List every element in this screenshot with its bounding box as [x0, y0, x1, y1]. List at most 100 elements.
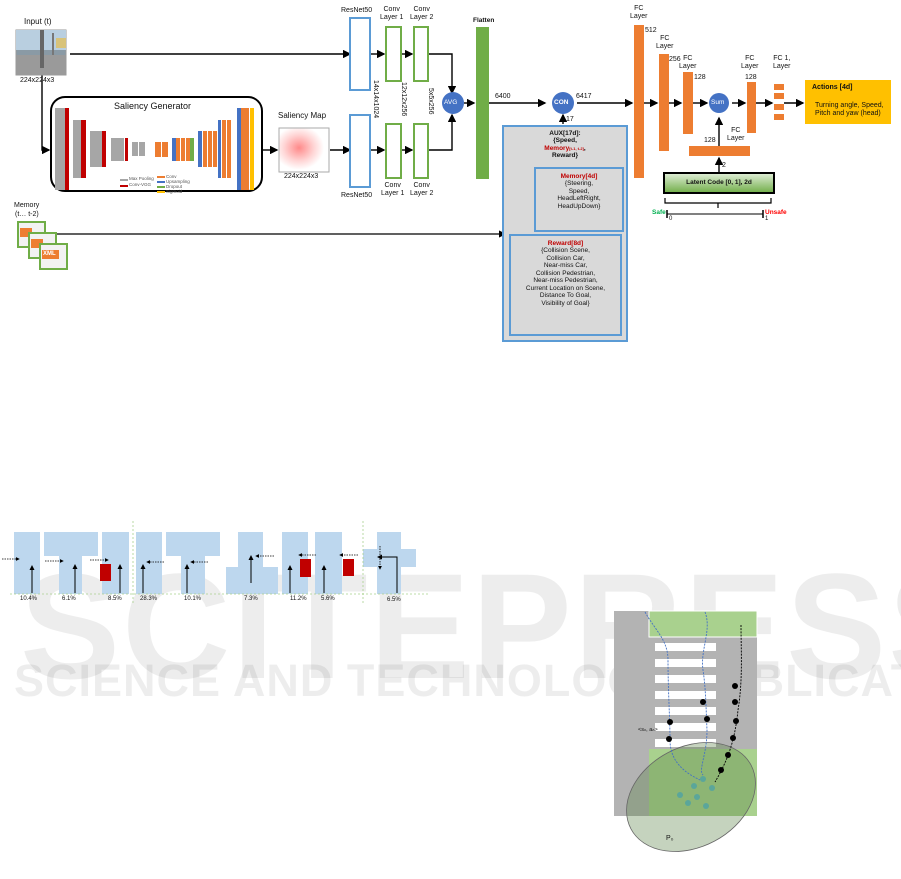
- conv2-top-block: [413, 26, 429, 82]
- legend-conv: Conv: [166, 174, 177, 179]
- sidewalk-bottom: [649, 749, 757, 816]
- flatten-label: Flatten: [473, 17, 495, 24]
- state-points: [666, 683, 739, 773]
- state-action-label: <sₙ, aₙ>: [638, 727, 658, 733]
- trajectory-2: [701, 611, 708, 776]
- actions-title: Actions [4d]: [812, 84, 853, 91]
- aux-title: AUX[17d]: {Speed, Memory[t-1, t-2], Rewa…: [544, 130, 586, 160]
- road-shape-2: [44, 532, 98, 594]
- aux-memory-subscript: [t-1, t-2]: [569, 145, 584, 151]
- distribution-label: P₀: [666, 835, 674, 842]
- fc3-units: 128: [694, 74, 706, 81]
- scenario-pct-8: 5.6%: [321, 596, 335, 602]
- reward-box-text: Reward[8d] {Collision Scene, Collision C…: [525, 240, 606, 307]
- sum-node: [709, 93, 729, 113]
- saliency-decoder-layers: [155, 108, 254, 190]
- saliency-map-label: Saliency Map: [278, 111, 327, 120]
- reward-box: [509, 234, 622, 336]
- xml-file-icons: [17, 221, 68, 270]
- trajectory-1: [644, 611, 701, 781]
- memory-label: Memory: [14, 202, 40, 209]
- trajectory-3: [714, 624, 742, 783]
- sum-label: Sum: [711, 99, 725, 106]
- legend-sigmoid: Sigmoid: [166, 189, 183, 194]
- zebra-stripes: [655, 643, 716, 747]
- scale-unsafe: Unsafe: [765, 209, 787, 216]
- latent-code-box: [663, 172, 775, 194]
- legend-conv-vgg: Conv-VGG: [129, 182, 152, 187]
- memory-box: [534, 167, 624, 232]
- road-shape-1: [14, 532, 40, 594]
- fc2-units: 256: [669, 56, 681, 63]
- fc1-units: 512: [645, 27, 657, 34]
- scenario-pct-9: 6.5%: [387, 597, 401, 603]
- xml-icon-label: XML: [43, 251, 56, 257]
- resnet-bottom-block: [349, 114, 371, 188]
- fc-layer-128a: [683, 72, 693, 134]
- obstacle-8: [343, 559, 354, 576]
- saliency-map-dims: 224x224x3: [284, 173, 319, 180]
- aux-dim: 17: [566, 116, 574, 123]
- memory-sublabel: (t… t-2): [15, 211, 39, 218]
- flatten-dim: 6400: [495, 93, 511, 100]
- fc5-label: FC 1,Layer: [773, 55, 791, 71]
- fc-output-units: [774, 84, 784, 120]
- sidewalk-top: [648, 610, 758, 638]
- latent-dim: 2: [722, 162, 726, 169]
- dim-label-conv1: 12x12x256: [400, 82, 407, 117]
- input-image: [15, 29, 67, 76]
- scenario-pct-7: 11.2%: [290, 596, 307, 602]
- obstacle-7: [300, 559, 311, 577]
- actions-box: [805, 80, 891, 124]
- actions-desc: Turning angle, Speed,Pitch and yaw (head…: [815, 102, 884, 118]
- scenario-pct-6: 7.3%: [244, 596, 258, 602]
- saliency-legend-swatches: [120, 176, 165, 193]
- con-label: CON: [554, 99, 569, 106]
- obstacle-3: [100, 564, 111, 581]
- scale-safe: Safe: [652, 209, 666, 216]
- fc-layer-128b: [747, 82, 756, 133]
- aux-memory-text: Memory: [544, 144, 570, 152]
- road-shape-6: [226, 532, 278, 594]
- dim-label-conv2: 5x5x256: [427, 88, 434, 115]
- input-dims: 224x224x3: [20, 77, 55, 84]
- scenario-pct-2: 6.1%: [62, 596, 76, 602]
- resnet-top-label: ResNet50: [341, 7, 373, 14]
- saliency-encoder-layers: [55, 108, 145, 190]
- avg-node: [442, 92, 464, 114]
- saliency-generator-title: Saliency Generator: [114, 101, 192, 111]
- fc-latent-layer: [689, 146, 750, 156]
- fc4-units: 128: [745, 74, 757, 81]
- avg-label: AVG: [444, 99, 458, 106]
- scenario-pct-1: 10.4%: [20, 596, 38, 602]
- memory-box-text: Memory[4d] {Steering, Speed, HeadLeftRig…: [557, 173, 601, 210]
- con-dim: 6417: [576, 93, 592, 100]
- conv1-top-block: [385, 26, 402, 82]
- saliency-map-image: [278, 127, 330, 173]
- input-label: Input (t): [24, 17, 52, 26]
- legend-upsampling: Upsampling: [166, 179, 190, 184]
- road-shape-9: [363, 532, 416, 594]
- fc-latent-units: 128: [704, 137, 716, 144]
- scenario-pct-4: 28.3%: [140, 596, 158, 602]
- road-shape-8: [315, 532, 342, 594]
- legend-dropout: Dropout: [166, 184, 183, 189]
- scenario-pct-5: 10.1%: [184, 596, 202, 602]
- fc-layer-512: [634, 25, 644, 178]
- road-shape-3: [102, 532, 129, 594]
- conv2-bottom-block: [413, 123, 429, 179]
- fc-layer-256: [659, 54, 669, 151]
- latent-code-label: Latent Code [0, 1], 2d: [686, 179, 752, 186]
- initial-positions: [677, 776, 715, 809]
